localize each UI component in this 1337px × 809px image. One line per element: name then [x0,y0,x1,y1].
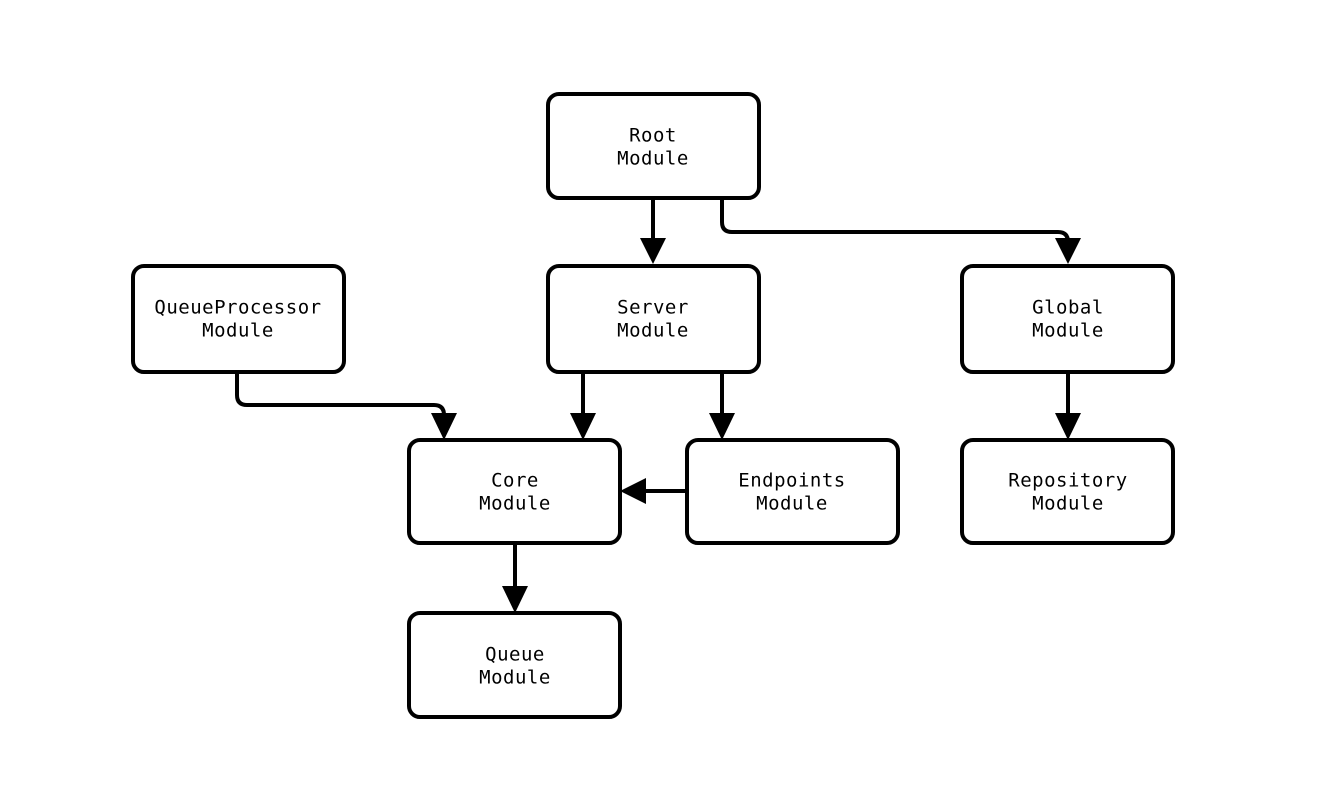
node-root-module-label-line2: Module [617,148,689,170]
node-global-module-label-line1: Global [1032,297,1104,319]
node-server-module-box[interactable] [546,264,761,374]
arrowhead-server-to-endpoints [709,413,735,440]
node-repository-module-label-line1: Repository [1008,470,1127,492]
node-queue-module-label-line1: Queue [485,644,545,666]
edge-server-to-core [570,372,596,440]
edge-endpoints-to-core [620,478,687,504]
node-repository-module[interactable]: Repository Module [960,438,1175,545]
arrowhead-global-to-repository [1055,413,1081,440]
node-server-module[interactable]: Server Module [546,264,761,374]
node-queue-module-label-line2: Module [479,667,551,689]
arrowhead-endpoints-to-core [620,478,646,504]
edge-root-to-global-line [720,198,1070,248]
node-queueprocessor-module-label-line2: Module [202,320,274,342]
edge-layer [235,198,1081,613]
arrowhead-root-to-global [1055,238,1081,264]
node-endpoints-module-box[interactable] [685,438,900,545]
node-repository-module-box[interactable] [960,438,1175,545]
node-repository-module-label-line2: Module [1032,493,1104,515]
node-core-module-box[interactable] [407,438,622,545]
node-root-module-box[interactable] [546,92,761,200]
node-server-module-label-line2: Module [617,320,689,342]
node-global-module-box[interactable] [960,264,1175,374]
node-queueprocessor-module-label-line1: QueueProcessor [154,297,321,319]
node-root-module[interactable]: Root Module [546,92,761,200]
node-queueprocessor-module[interactable]: QueueProcessor Module [131,264,346,374]
arrowhead-core-to-queue [502,586,528,613]
node-server-module-label-line1: Server [617,297,689,319]
node-endpoints-module-label-line1: Endpoints [738,470,845,492]
arrowhead-server-to-core [570,413,596,440]
node-core-module[interactable]: Core Module [407,438,622,545]
edge-queueprocessor-to-core-line [235,372,446,422]
arrowhead-queueprocessor-to-core [431,413,457,440]
node-root-module-label-line1: Root [629,125,677,147]
node-global-module-label-line2: Module [1032,320,1104,342]
node-queue-module[interactable]: Queue Module [407,611,622,719]
edge-global-to-repository [1055,372,1081,440]
edge-root-to-server [640,198,666,264]
node-queue-module-box[interactable] [407,611,622,719]
node-core-module-label-line2: Module [479,493,551,515]
edge-core-to-queue [502,543,528,613]
node-core-module-label-line1: Core [491,470,539,492]
edge-queueprocessor-to-core [235,372,457,440]
node-global-module[interactable]: Global Module [960,264,1175,374]
node-layer: Root Module QueueProcessor Module Server… [131,92,1175,719]
node-endpoints-module-label-line2: Module [756,493,828,515]
node-queueprocessor-module-box[interactable] [131,264,346,374]
arrowhead-root-to-server [640,238,666,264]
edge-root-to-global [720,198,1081,264]
node-endpoints-module[interactable]: Endpoints Module [685,438,900,545]
edge-server-to-endpoints [709,372,735,440]
